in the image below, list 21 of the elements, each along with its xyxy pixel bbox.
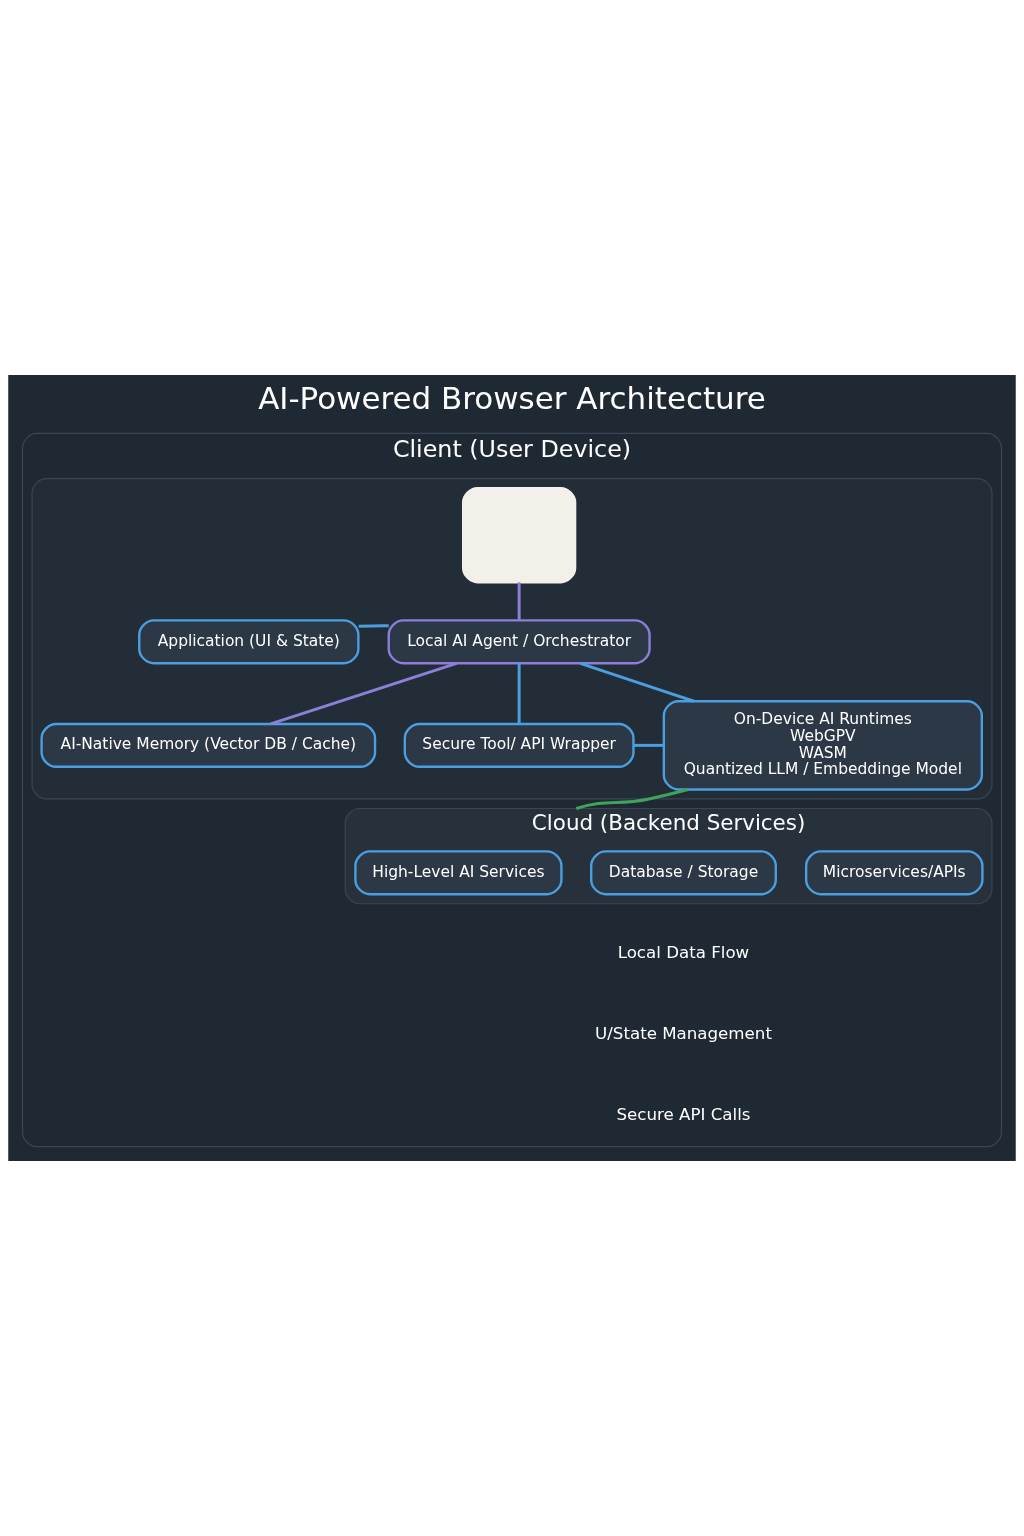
connector: [579, 661, 695, 703]
connector: [358, 624, 389, 628]
node-box: Microservices/APIs: [804, 850, 984, 896]
node-box: Database / Storage: [590, 850, 777, 896]
node-box: AI-Native Memory (Vector DB / Cache): [40, 722, 377, 768]
node-box: Secure Tool/ API Wrapper: [403, 722, 635, 768]
legend-label: U/State Management: [595, 1024, 772, 1044]
legend-label: Local Data Flow: [617, 943, 750, 963]
cluster: [31, 478, 993, 800]
node-box: [462, 486, 577, 584]
connector: [517, 663, 521, 724]
connector: [270, 661, 458, 726]
connector: [517, 582, 521, 620]
node-box: Local AI Agent / Orchestrator: [387, 619, 651, 665]
legend-label: Secure API Calls: [616, 1105, 751, 1125]
connector: [575, 788, 689, 810]
diagram-title: AI-Powered Browser Architecture: [258, 380, 766, 417]
node-box: High-Level AI Services: [354, 850, 563, 896]
node-box: Application (UI & State): [138, 619, 360, 665]
node-box: On-Device AI Runtimes WebGPV WASM Quantized LLM / Embeddinge Model: [662, 700, 983, 791]
connector: [633, 743, 664, 747]
